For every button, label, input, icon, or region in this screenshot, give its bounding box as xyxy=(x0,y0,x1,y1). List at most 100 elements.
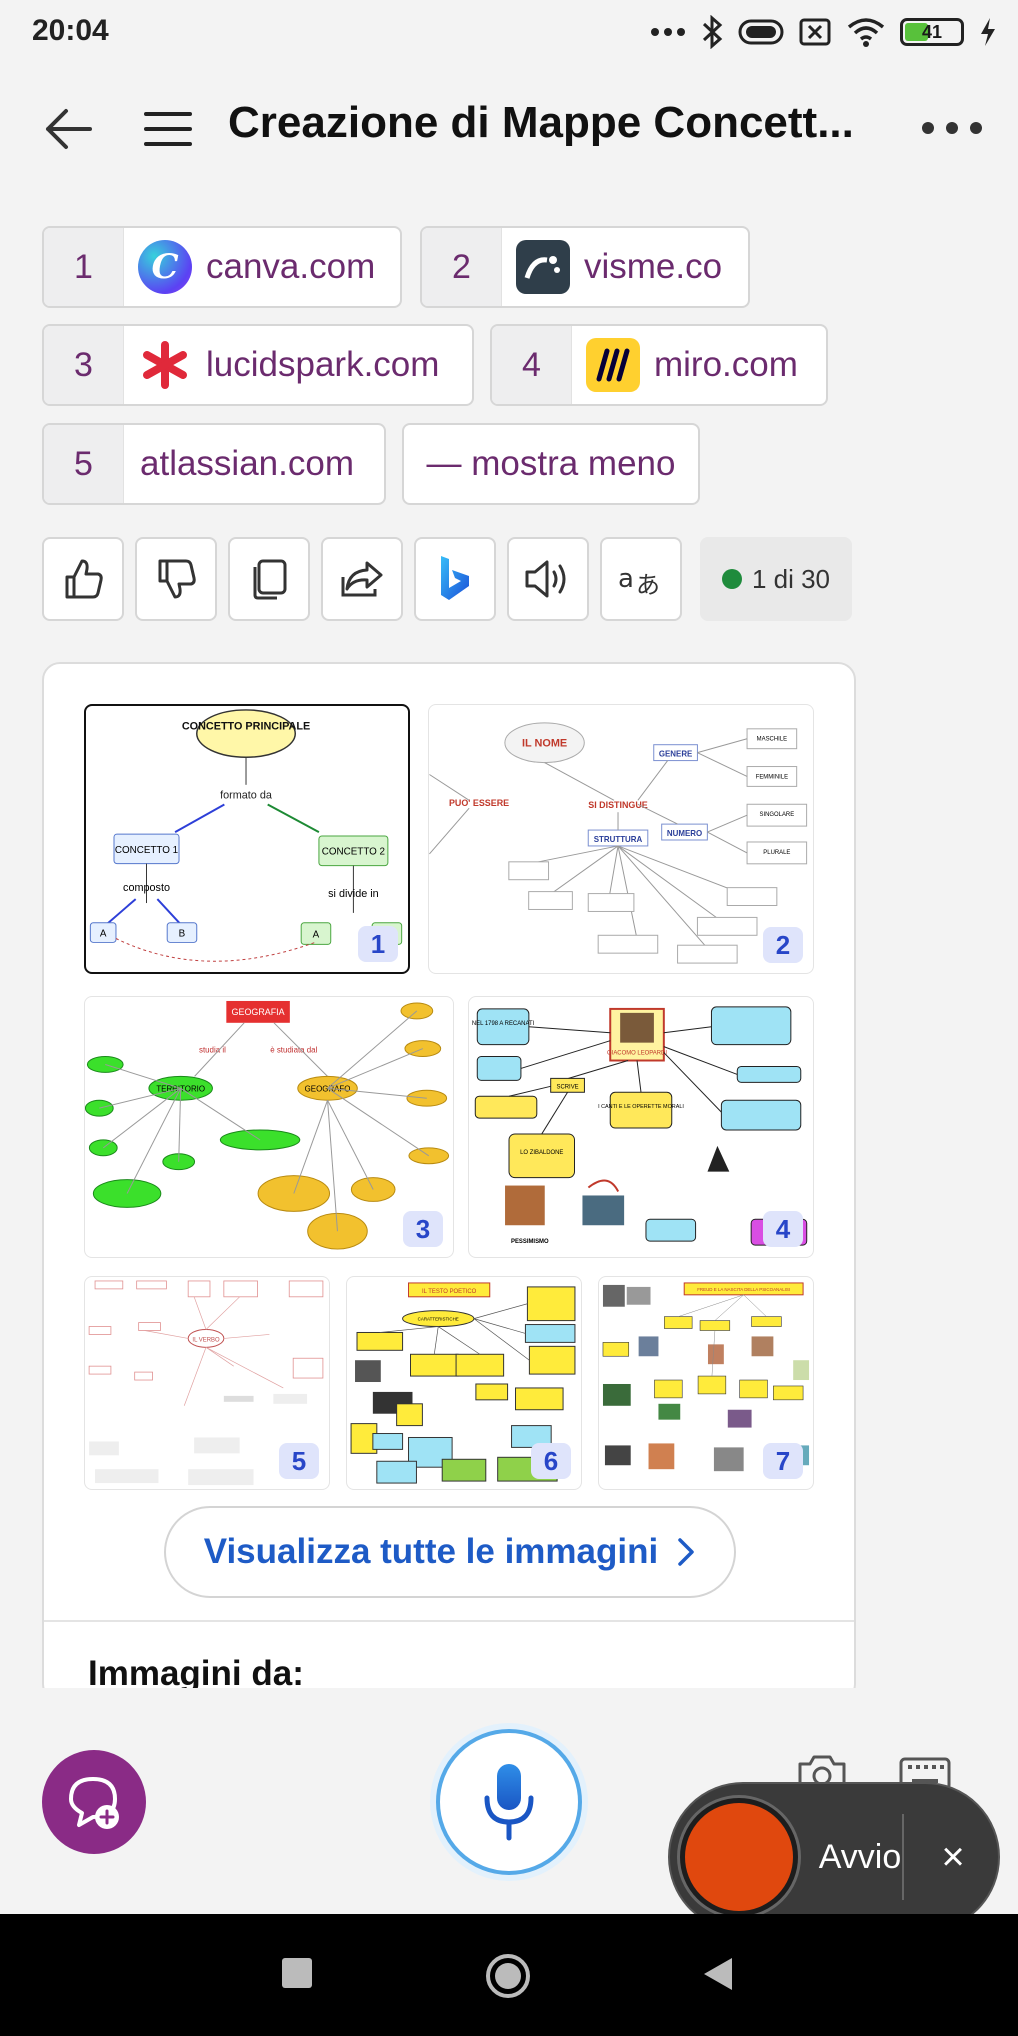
screen-recorder-widget: Avvio × xyxy=(668,1782,1000,1932)
miro-logo-icon xyxy=(586,338,640,392)
read-aloud-button[interactable] xyxy=(507,537,589,621)
source-domain: canva.com xyxy=(206,247,376,286)
image-thumbnail-2[interactable]: IL NOME SI DISTINGUE PUO' ESSERE GENERE … xyxy=(428,704,814,974)
status-dot-icon xyxy=(721,569,742,589)
charging-icon xyxy=(981,18,995,46)
show-less-button[interactable]: — mostra meno xyxy=(402,423,700,505)
source-domain: visme.co xyxy=(584,247,723,286)
svg-text:CONCETTO 1: CONCETTO 1 xyxy=(115,845,178,856)
view-all-images-button[interactable]: Visualizza tutte le immagini xyxy=(164,1506,736,1598)
svg-text:formato da: formato da xyxy=(220,790,273,802)
image-results-card: CONCETTO PRINCIPALE formato da CONCETTO … xyxy=(42,662,856,1702)
thumbs-down-icon xyxy=(158,559,196,599)
bing-icon xyxy=(441,556,469,600)
share-button[interactable] xyxy=(321,537,403,621)
view-all-images-label: Visualizza tutte le immagini xyxy=(203,1532,659,1571)
svg-text:I CANTI E LE OPERETTE MORALI: I CANTI E LE OPERETTE MORALI xyxy=(598,1104,684,1110)
counter-label: 1 di 30 xyxy=(751,563,831,594)
poetry-map-image: IL TESTO POETICO CARATTERISTICHE xyxy=(350,1282,576,1484)
svg-text:IL TESTO POETICO: IL TESTO POETICO xyxy=(422,1289,477,1295)
image-badge: 7 xyxy=(763,1443,803,1479)
record-start-label[interactable]: Avvio xyxy=(818,1837,902,1876)
more-dot-icon xyxy=(970,122,982,134)
new-chat-icon xyxy=(69,1777,119,1829)
dislike-button[interactable] xyxy=(135,537,217,621)
svg-text:STRUTTURA: STRUTTURA xyxy=(594,835,643,844)
status-icons: 41 xyxy=(650,12,998,52)
more-dot-icon xyxy=(946,122,958,134)
home-icon[interactable] xyxy=(484,1952,532,2000)
source-chip-canva[interactable]: 1 C canva.com xyxy=(42,226,402,308)
status-time: 20:04 xyxy=(32,14,109,47)
battery-level: 41 xyxy=(921,21,943,42)
recorder-close-button[interactable]: × xyxy=(941,1834,965,1879)
image-thumbnail-4[interactable]: NEL 1798 A RECANATI GIACOMO LEOPARDI SCR… xyxy=(468,996,814,1258)
svg-text:IL NOME: IL NOME xyxy=(522,738,567,750)
svg-text:PUO' ESSERE: PUO' ESSERE xyxy=(449,798,509,808)
share-icon xyxy=(341,561,383,597)
page-title: Creazione di Mappe Concett... xyxy=(228,98,854,147)
image-thumbnail-3[interactable]: GEOGRAFIA studia il è studiata dal TERRI… xyxy=(84,996,454,1258)
source-number: 2 xyxy=(422,228,502,306)
lucidspark-logo-icon xyxy=(138,338,192,392)
svg-text:a: a xyxy=(618,564,634,594)
svg-text:studia il: studia il xyxy=(199,1046,226,1055)
source-chip-visme[interactable]: 2 visme.co xyxy=(420,226,750,308)
source-number: 1 xyxy=(44,228,124,306)
images-from-heading: Immagini da: xyxy=(88,1654,304,1693)
status-bar: 20:04 41 xyxy=(0,0,1018,64)
wifi-icon xyxy=(847,18,885,47)
speaker-icon xyxy=(525,560,566,598)
svg-text:GENERE: GENERE xyxy=(659,750,693,759)
thumbs-up-icon xyxy=(65,559,103,599)
source-domain: atlassian.com xyxy=(140,444,354,483)
svg-text:A: A xyxy=(313,930,320,941)
menu-button[interactable] xyxy=(140,104,196,154)
recorder-separator xyxy=(902,1814,904,1900)
record-button[interactable] xyxy=(680,1798,798,1916)
svg-text:あ: あ xyxy=(636,571,660,599)
svg-text:B: B xyxy=(179,929,186,940)
microphone-icon xyxy=(484,1764,534,1841)
back-button[interactable] xyxy=(40,104,96,154)
more-options-button[interactable] xyxy=(922,110,982,146)
bing-button[interactable] xyxy=(414,537,496,621)
svg-text:GEOGRAFIA: GEOGRAFIA xyxy=(232,1007,285,1017)
image-thumbnail-1[interactable]: CONCETTO PRINCIPALE formato da CONCETTO … xyxy=(84,704,410,974)
svg-text:A: A xyxy=(100,929,107,940)
visme-logo-icon xyxy=(516,240,570,294)
source-chip-atlassian[interactable]: 5 atlassian.com xyxy=(42,423,386,505)
image-thumbnail-6[interactable]: IL TESTO POETICO CARATTERISTICHE 6 xyxy=(346,1276,582,1490)
svg-text:NUMERO: NUMERO xyxy=(667,829,702,838)
svg-text:composto: composto xyxy=(123,882,170,894)
recent-apps-icon[interactable] xyxy=(280,1956,314,1990)
image-thumbnail-5[interactable]: IL VERBO 5 xyxy=(84,1276,330,1490)
image-badge: 3 xyxy=(403,1211,443,1247)
copy-button[interactable] xyxy=(228,537,310,621)
svg-text:LO ZIBALDONE: LO ZIBALDONE xyxy=(520,1150,563,1156)
microphone-button[interactable] xyxy=(436,1729,582,1875)
image-thumbnail-7[interactable]: FREUD E LA NASCITA DELLA PSICOANALISI 7 xyxy=(598,1276,814,1490)
source-chip-miro[interactable]: 4 miro.com xyxy=(490,324,828,406)
source-number: 4 xyxy=(492,326,572,404)
source-number: 5 xyxy=(44,425,124,503)
verb-map-image: IL VERBO xyxy=(88,1280,324,1486)
geography-map-image: GEOGRAFIA studia il è studiata dal TERRI… xyxy=(85,1000,450,1250)
svg-text:PLURALE: PLURALE xyxy=(763,850,790,856)
svg-text:MASCHILE: MASCHILE xyxy=(757,737,787,743)
svg-text:FREUD E LA NASCITA DELLA PSICO: FREUD E LA NASCITA DELLA PSICOANALISI xyxy=(697,1287,790,1292)
new-topic-button[interactable] xyxy=(42,1750,146,1854)
canva-logo-icon: C xyxy=(138,240,192,294)
like-button[interactable] xyxy=(42,537,124,621)
back-nav-icon[interactable] xyxy=(700,1956,734,1992)
no-sim-icon xyxy=(799,18,831,46)
image-badge: 5 xyxy=(279,1443,319,1479)
svg-text:NEL 1798 A RECANATI: NEL 1798 A RECANATI xyxy=(472,1021,535,1027)
image-badge: 4 xyxy=(763,1211,803,1247)
back-arrow-icon xyxy=(46,109,92,149)
source-chip-lucidspark[interactable]: 3 lucidspark.com xyxy=(42,324,474,406)
battery-icon: 41 xyxy=(900,18,964,46)
bluetooth-icon xyxy=(702,15,723,49)
